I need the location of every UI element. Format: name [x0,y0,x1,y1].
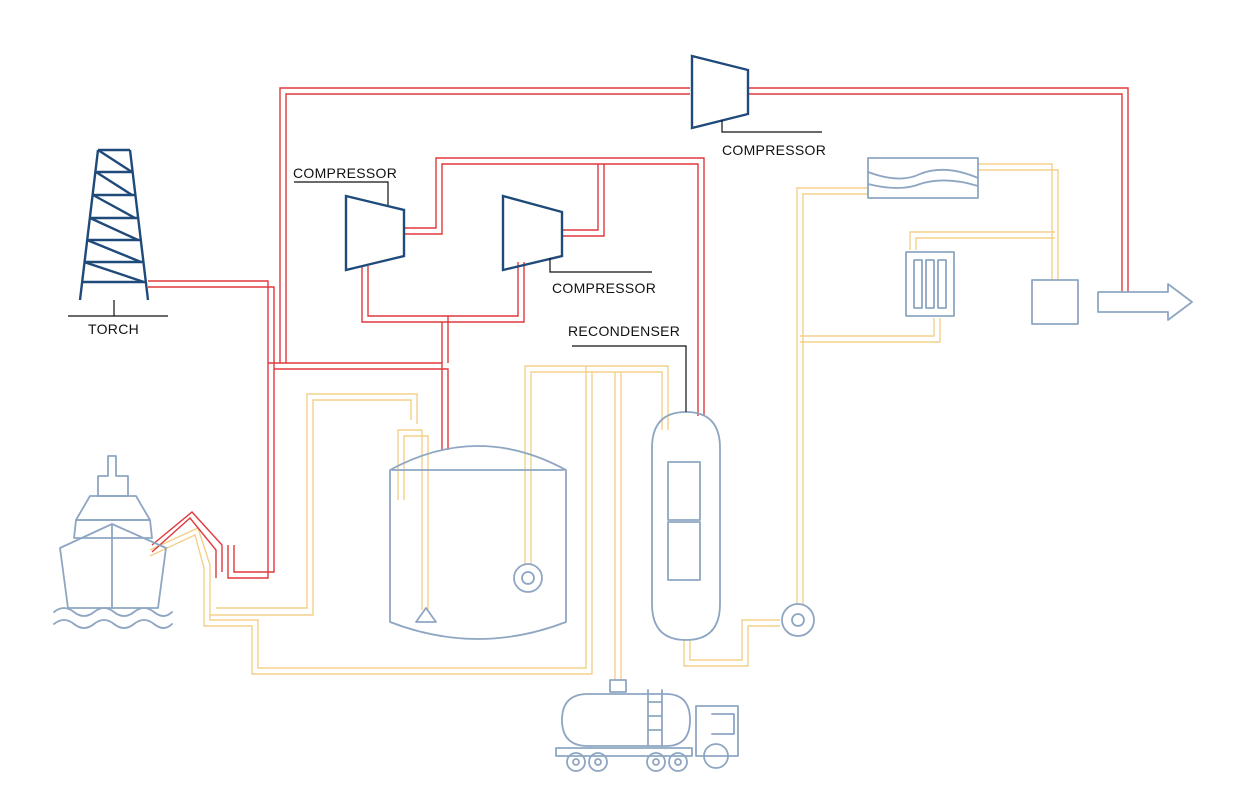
label-compressor-top: COMPRESSOR [722,142,826,158]
gas-piping [148,87,1129,579]
label-torch: TORCH [88,321,139,337]
pump-icon [781,603,815,637]
compressor-icon [690,54,822,133]
tanker-truck-icon [555,679,739,772]
liquid-pipe-ship [149,366,587,669]
liquid-piping [149,163,1059,680]
metering-icon [1031,279,1079,325]
heat-exchanger-icon [867,157,979,199]
label-recondenser: RECONDENSER [568,323,680,339]
liquid-pipe-ship-inner [149,372,593,675]
compressor-icon [294,181,406,272]
outlet-arrow-icon [1097,283,1193,321]
recondenser-icon [572,345,721,641]
vaporizer-icon [905,251,955,317]
torch-tower-icon [68,148,168,317]
label-compressor-left: COMPRESSOR [293,165,397,181]
tank-icon [389,445,567,640]
compressor-icon [501,194,652,273]
ship-icon [53,455,173,629]
label-compressor-mid: COMPRESSOR [552,280,656,296]
